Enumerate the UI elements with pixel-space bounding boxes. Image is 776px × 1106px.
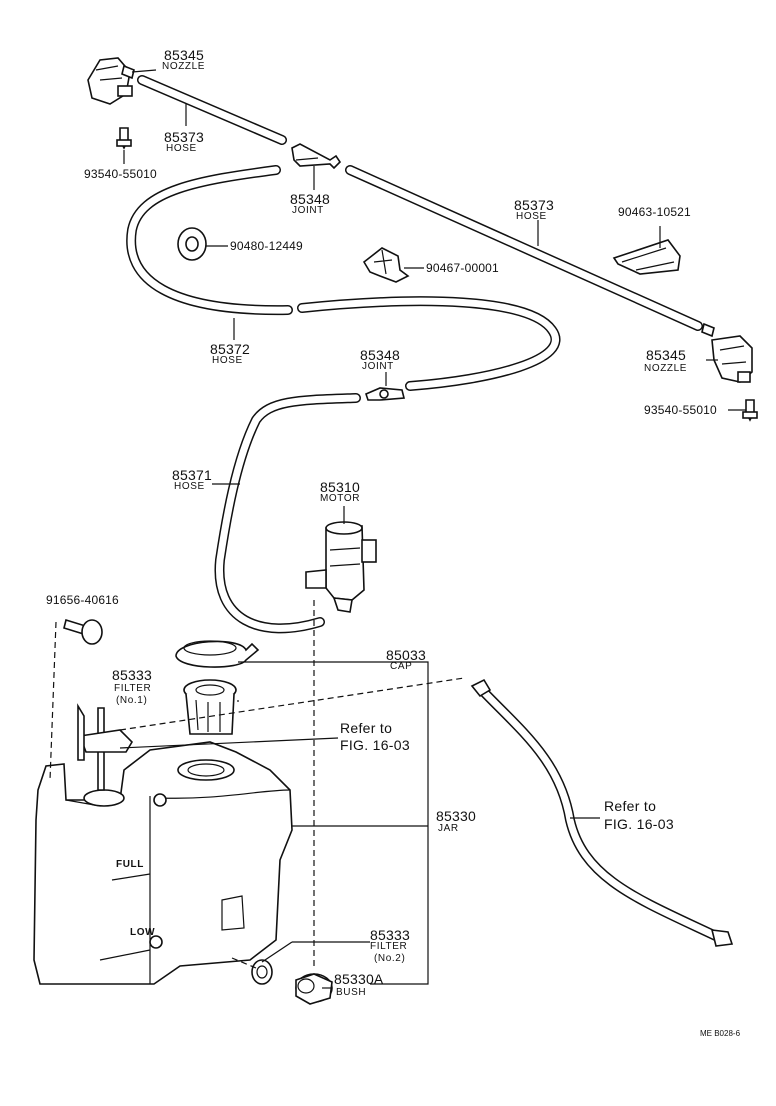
label-refer2-a: Refer to [604,798,657,814]
label-joint-mid: JOINT [362,361,394,372]
label-85330: 85330 [436,808,476,824]
filter-no2 [251,959,273,985]
label-hose-long: HOSE [516,211,547,222]
hose-85373-long [345,165,703,331]
label-hose-loop: HOSE [212,355,243,366]
label-jar: JAR [438,823,459,834]
label-bolt: 91656-40616 [46,593,119,607]
joint-mid [365,387,406,401]
label-85033: 85033 [386,647,426,663]
label-hose-motor: HOSE [174,481,205,492]
label-filter-no1-qual: (No.1) [116,695,148,706]
label-clamp: 90467-00001 [426,261,499,275]
label-screw-top: 93540-55010 [84,167,157,181]
label-85372: 85372 [210,341,250,357]
label-refer1-b: FIG. 16-03 [340,737,410,753]
label-screw-right: 93540-55010 [644,403,717,417]
dashed-lines [49,600,465,969]
hose-85371 [214,393,361,634]
bolt [63,618,103,645]
label-cap: CAP [390,661,413,672]
joint-top [291,143,342,170]
label-nozzle-right: NOZZLE [644,363,688,374]
washer-motor [305,521,377,613]
filter-no1 [183,679,237,735]
filler-hose-right [470,678,734,947]
tank-low-mark: LOW [130,927,156,938]
label-refer2-b: FIG. 16-03 [604,816,674,832]
label-85310: 85310 [320,479,360,495]
figure-code: ME B028-6 [700,1029,741,1038]
label-hose-top: HOSE [166,143,197,154]
label-filter-no1: FILTER [114,683,152,694]
label-85345-right: 85345 [646,347,686,363]
label-85330A: 85330A [334,971,384,987]
label-85333-no1: 85333 [112,667,152,683]
label-joint-top: JOINT [292,205,324,216]
label-85373-top: 85373 [164,129,204,145]
leader-lines [119,69,746,989]
label-filter-no2-qual: (No.2) [374,953,406,964]
label-85373-long: 85373 [514,197,554,213]
clamp [362,247,410,283]
label-85333-no2: 85333 [370,927,410,943]
label-85345-top: 85345 [164,47,204,63]
washer-jar [33,703,293,985]
label-nozzle-top: NOZZLE [162,61,206,72]
hose-85373-short [137,75,287,145]
label-refer1-a: Refer to [340,720,393,736]
bush [295,973,333,1005]
cap [175,640,260,668]
label-filter-no2: FILTER [370,941,408,952]
tank-full-mark: FULL [116,859,144,870]
label-bush: BUSH [336,987,367,998]
label-motor: MOTOR [320,493,361,504]
nozzle-top-left [87,57,135,105]
grommet [177,227,207,261]
hose-85372-loop [126,165,561,391]
screw-top-left [116,127,132,150]
clip-right [612,239,681,275]
label-grommet: 90480-12449 [230,239,303,253]
label-85348-mid: 85348 [360,347,400,363]
label-clip-right: 90463-10521 [618,205,691,219]
label-85348-top: 85348 [290,191,330,207]
label-85371: 85371 [172,467,212,483]
nozzle-right [701,322,753,383]
